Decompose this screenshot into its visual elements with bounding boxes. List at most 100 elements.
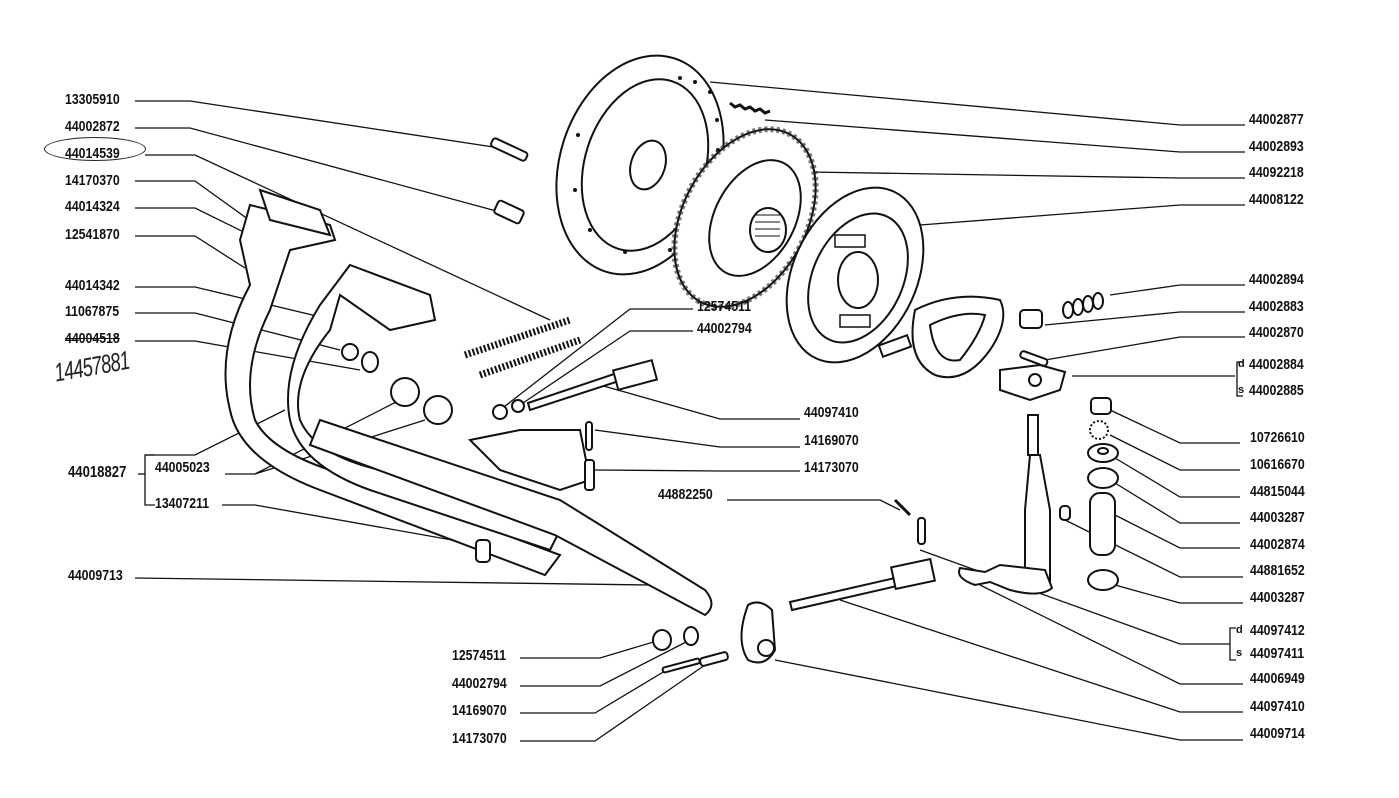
roll-pin-part	[585, 421, 593, 451]
part-label-44014539[interactable]: 44014539	[65, 145, 120, 162]
leader-44018827-bracket	[144, 454, 155, 506]
bushing-pair-part	[390, 377, 453, 425]
part-label-44002794-center[interactable]: 44002794	[697, 320, 752, 337]
leader-b-12574511	[520, 639, 661, 659]
part-label-44009713[interactable]: 44009713	[68, 567, 123, 584]
part-label-44002893[interactable]: 44002893	[1249, 138, 1304, 155]
part-label-44014324[interactable]: 44014324	[65, 198, 120, 215]
leader-14170370	[135, 180, 271, 236]
release-fork-part	[877, 295, 1043, 379]
part-label-44002872[interactable]: 44002872	[65, 118, 120, 135]
part-label-44009714[interactable]: 44009714	[1250, 725, 1305, 742]
leader-r-44002877	[709, 81, 1245, 126]
part-label-44882250[interactable]: 44882250	[658, 486, 713, 503]
part-label-13305910[interactable]: 13305910	[65, 91, 120, 108]
leader-r-44002870	[1044, 336, 1245, 361]
highlight-circle	[44, 137, 146, 161]
spacer-part	[493, 199, 525, 225]
part-label-44002883[interactable]: 44002883	[1249, 298, 1304, 315]
nut-part	[1090, 397, 1112, 415]
pin-part	[1019, 350, 1049, 367]
leader-r-44097412	[919, 549, 1230, 645]
part-label-44815044[interactable]: 44815044	[1250, 483, 1305, 500]
snap-ring-part	[341, 343, 359, 361]
grease-nipple-part	[475, 539, 491, 563]
side-prefix-d: d	[1238, 358, 1245, 370]
leader-c-14169070	[594, 429, 800, 448]
part-label-44097411[interactable]: 44097411	[1250, 645, 1305, 662]
lever-wing-part	[999, 363, 1067, 402]
part-label-44881652[interactable]: 44881652	[1250, 562, 1305, 579]
part-label-44018827[interactable]: 44018827	[68, 464, 127, 481]
part-label-14169070-bottom[interactable]: 14169070	[452, 702, 507, 719]
lower-nut-part	[652, 629, 672, 651]
part-label-44003287[interactable]: 44003287	[1250, 509, 1305, 526]
part-label-44092218[interactable]: 44092218	[1249, 164, 1304, 181]
part-label-44004518-struck[interactable]: 44004518	[65, 330, 120, 347]
clutch-pedal-part	[224, 188, 562, 577]
leader-r-44008122	[919, 204, 1245, 226]
leader-44002872	[135, 127, 501, 213]
leader-b-14169070	[520, 667, 671, 714]
part-label-12541870[interactable]: 12541870	[65, 226, 120, 243]
leader-r-44006949	[979, 584, 1243, 685]
part-label-14173070-bottom[interactable]: 14173070	[452, 730, 507, 747]
clutch-disc-part	[671, 126, 819, 310]
leader-r-44815044	[1109, 454, 1240, 498]
leader-12541870	[135, 235, 246, 269]
pressure-plate-part	[785, 186, 925, 364]
part-label-12574511-bottom[interactable]: 12574511	[452, 647, 507, 664]
leader-13305910	[135, 100, 501, 149]
bearing-part	[1087, 467, 1119, 489]
part-label-44097410-right[interactable]: 44097410	[1250, 698, 1305, 715]
part-label-44002794-bottom[interactable]: 44002794	[452, 675, 507, 692]
spring-coil-part	[1062, 292, 1104, 319]
part-label-13407211[interactable]: 13407211	[155, 495, 210, 512]
part-label-44002885[interactable]: 44002885	[1249, 382, 1304, 399]
part-label-11067875[interactable]: 11067875	[65, 303, 120, 320]
leader-c-12574511	[499, 308, 693, 411]
part-label-44097412[interactable]: 44097412	[1250, 622, 1305, 639]
part-label-44002874[interactable]: 44002874	[1250, 536, 1305, 553]
side-prefix-d-lower: d	[1236, 624, 1243, 636]
leader-r-44092218	[809, 171, 1245, 179]
bearing-bottom-part	[1087, 569, 1119, 591]
lower-washer-part	[683, 626, 699, 646]
part-label-12574511-center[interactable]: 12574511	[697, 298, 752, 315]
leader-44014324	[135, 207, 261, 241]
part-label-44002894[interactable]: 44002894	[1249, 271, 1304, 288]
spring-small-part	[729, 101, 771, 115]
part-label-44006949[interactable]: 44006949	[1250, 670, 1305, 687]
part-label-10726610[interactable]: 10726610	[1250, 429, 1305, 446]
leader-r-44003287-b	[1114, 584, 1243, 604]
cross-shaft-part	[308, 418, 713, 617]
bolt-part	[490, 137, 529, 162]
part-label-44002884[interactable]: 44002884	[1249, 356, 1304, 373]
part-label-14173070-center[interactable]: 14173070	[804, 459, 859, 476]
leader-r-44002874	[1114, 514, 1240, 549]
part-label-44097410-center[interactable]: 44097410	[804, 404, 859, 421]
part-label-44008122[interactable]: 44008122	[1249, 191, 1304, 208]
lock-washer-part	[1089, 420, 1109, 440]
leader-r-44002894	[1109, 284, 1245, 296]
leader-r-44009714	[774, 659, 1243, 741]
part-label-44002877[interactable]: 44002877	[1249, 111, 1304, 128]
leader-r-44002893	[764, 119, 1245, 153]
leader-44009713	[134, 577, 651, 586]
part-label-10616670[interactable]: 10616670	[1250, 456, 1305, 473]
bracket-r-44002884	[1236, 361, 1243, 397]
side-prefix-s-lower: s	[1236, 647, 1243, 659]
leader-r-44002883	[1044, 311, 1245, 326]
leader-11067875	[135, 312, 341, 351]
part-label-44005023[interactable]: 44005023	[155, 459, 210, 476]
leader-b-14173070	[520, 664, 706, 742]
part-label-14169070-center[interactable]: 14169070	[804, 432, 859, 449]
part-label-44002870[interactable]: 44002870	[1249, 324, 1304, 341]
lever-arm-part	[740, 601, 777, 664]
part-label-44014342[interactable]: 44014342	[65, 277, 120, 294]
bushing-part	[1089, 492, 1116, 556]
leader-44014342	[135, 286, 326, 319]
part-label-14170370[interactable]: 14170370	[65, 172, 120, 189]
part-label-44003287-lower[interactable]: 44003287	[1250, 589, 1305, 606]
leader-r-10726610	[1109, 409, 1240, 444]
